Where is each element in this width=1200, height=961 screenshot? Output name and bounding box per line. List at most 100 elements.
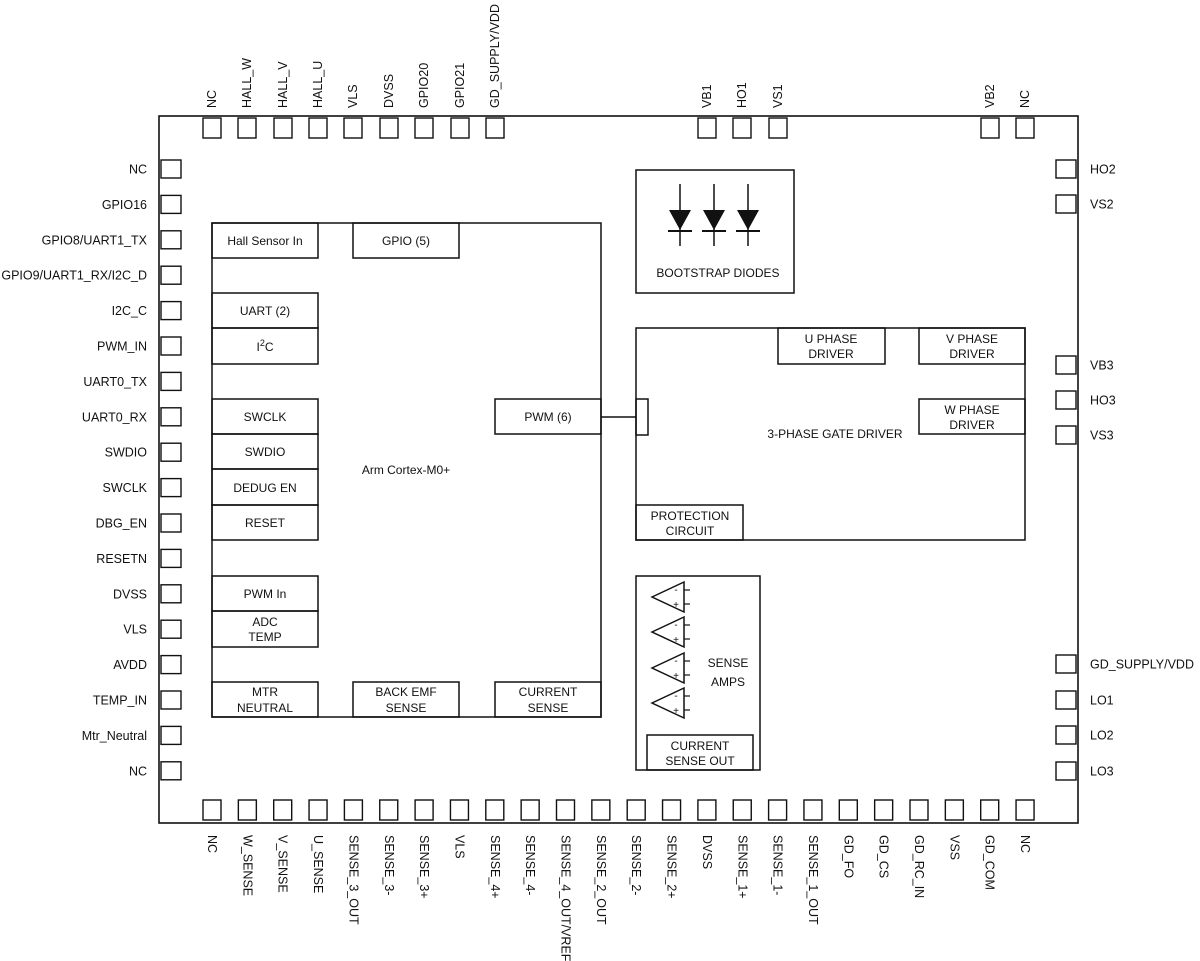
current-label: CURRENT	[519, 685, 578, 699]
pin-left-12-dvss	[160, 584, 182, 604]
neutral-label: NEUTRAL	[237, 701, 293, 715]
pin-left-16-mtr-neutral	[160, 725, 182, 746]
u-driver-label: DRIVER	[808, 347, 854, 361]
pin-bottom-10-sense-4-out-vref	[555, 799, 576, 821]
pin-label-top-5: DVSS	[382, 74, 396, 108]
pin-label-bottom-21: VSS	[947, 835, 961, 860]
pwm-connector-tab	[635, 398, 649, 436]
pin-bottom-19-gd-cs	[873, 799, 894, 821]
adc-temp-box	[211, 610, 319, 648]
pin-bottom-1-w-sense	[237, 799, 258, 821]
back-emf-label: BACK EMF	[375, 685, 436, 699]
amps-label: AMPS	[711, 675, 745, 689]
pin-label-bottom-1: W_SENSE	[240, 835, 254, 896]
pin-top-0-nc	[202, 117, 222, 139]
pin-label-bottom-20: GD_RC_IN	[912, 835, 926, 898]
diode-symbols	[668, 184, 760, 246]
pin-top-8-gd-supply-vdd	[485, 117, 505, 139]
pin-left-17-nc	[160, 761, 182, 781]
pin-bottom-0-nc	[202, 799, 222, 821]
package-outline	[158, 115, 1079, 824]
opamp-1-plus-sign: +	[673, 635, 679, 646]
i2c-label-tail: C	[265, 340, 274, 354]
pin-label-top-13: NC	[1018, 90, 1032, 108]
opamp-2-triangle	[650, 651, 685, 685]
pin-top-11-vs1	[768, 117, 788, 139]
pin-top-12-vb2	[980, 117, 1000, 139]
v-phase-label: V PHASE	[946, 332, 998, 346]
i2c-label: I2C	[256, 338, 273, 354]
v-driver-label: DRIVER	[949, 347, 995, 361]
pin-bottom-13-sense-2	[661, 799, 682, 821]
pin-label-top-4: VLS	[346, 84, 360, 108]
opamp-1-minus-sign: -	[674, 620, 677, 631]
pin-label-bottom-19: GD_CS	[877, 835, 891, 878]
pin-label-left-4: I2C_C	[112, 304, 147, 318]
pin-bottom-22-gd-com	[980, 799, 1000, 821]
pin-label-bottom-12: SENSE_2-	[629, 835, 643, 895]
pin-label-bottom-7: VLS	[452, 835, 466, 859]
temp-label: TEMP	[248, 630, 281, 644]
pin-label-left-6: UART0_TX	[83, 375, 147, 389]
pwm-in-label: PWM In	[244, 587, 287, 601]
v-phase-driver-box	[918, 327, 1026, 365]
pin-top-1-hall-w	[237, 117, 257, 139]
pin-right-2-vb3	[1055, 355, 1077, 375]
mtr-neutral-box	[211, 681, 319, 718]
pin-label-bottom-5: SENSE_3-	[382, 835, 396, 895]
current-sense-label: SENSE	[528, 701, 569, 715]
pin-label-bottom-15: SENSE_1+	[735, 835, 749, 899]
pin-label-left-10: DBG_EN	[96, 517, 147, 531]
pin-label-left-16: Mtr_Neutral	[82, 729, 147, 743]
pin-top-13-nc	[1015, 117, 1035, 139]
pwm6-label: PWM (6)	[524, 410, 571, 424]
gate-driver-labels: U PHASE DRIVER V PHASE DRIVER W PHASE DR…	[651, 332, 1000, 538]
opamp-symbols: -+-+-+-+	[650, 580, 690, 720]
pin-label-bottom-0: NC	[205, 835, 219, 853]
pin-label-left-11: RESETN	[96, 552, 147, 566]
pin-label-top-11: VS1	[771, 84, 785, 108]
adc-label: ADC	[252, 615, 278, 629]
pin-label-bottom-9: SENSE_4-	[523, 835, 537, 895]
pin-label-top-1: HALL_W	[240, 58, 254, 108]
pin-bottom-6-sense-3	[414, 799, 434, 821]
diode-2-triangle	[737, 210, 759, 230]
mtr-label: MTR	[252, 685, 278, 699]
pin-label-top-3: HALL_U	[311, 61, 325, 108]
current-out-label: CURRENT	[671, 739, 730, 753]
pin-label-right-2: VB3	[1090, 359, 1114, 373]
pin-left-5-pwm-in	[160, 336, 182, 356]
pin-bottom-9-sense-4	[520, 799, 540, 821]
pin-label-left-14: AVDD	[113, 658, 147, 672]
pin-label-bottom-18: GD_FO	[841, 835, 855, 878]
bootstrap-diodes-box	[635, 169, 795, 294]
protection-label: PROTECTION	[651, 509, 730, 523]
pin-bottom-5-sense-3	[379, 799, 399, 821]
pin-label-left-7: UART0_RX	[82, 410, 148, 424]
pin-bottom-20-gd-rc-in	[909, 799, 929, 821]
pin-bottom-21-vss	[944, 799, 965, 821]
pin-label-bottom-2: V_SENSE	[276, 835, 290, 893]
i2c-label-sup: 2	[260, 338, 265, 348]
protection-circuit-box	[635, 504, 744, 541]
pin-right-3-ho3	[1055, 390, 1077, 410]
pin-left-11-resetn	[160, 548, 182, 569]
pin-label-left-8: SWDIO	[105, 446, 148, 460]
pin-left-3-gpio9-uart1-rx-i2c-d	[160, 265, 182, 285]
pin-bottom-18-gd-fo	[838, 799, 858, 821]
reset-box	[211, 504, 319, 541]
pin-bottom-17-sense-1-out	[803, 799, 823, 821]
sense-amps-labels: SENSE AMPS CURRENT SENSE OUT	[665, 656, 748, 768]
pin-left-2-gpio8-uart1-tx	[160, 230, 182, 250]
pin-right-7-lo2	[1055, 725, 1077, 745]
mcu-labels: Hall Sensor In GPIO (5) UART (2) I2C SWC…	[227, 234, 578, 715]
debug-en-label: DEDUG EN	[233, 481, 296, 495]
i2c-label-base: I	[256, 340, 259, 354]
pin-top-7-gpio21	[450, 117, 470, 139]
pin-top-9-vb1	[697, 117, 717, 139]
swdio-label: SWDIO	[245, 445, 286, 459]
pin-right-4-vs3	[1055, 425, 1077, 445]
pin-left-0-nc	[160, 159, 182, 179]
pin-top-6-gpio20	[414, 117, 434, 139]
pin-left-15-temp-in	[160, 690, 182, 710]
